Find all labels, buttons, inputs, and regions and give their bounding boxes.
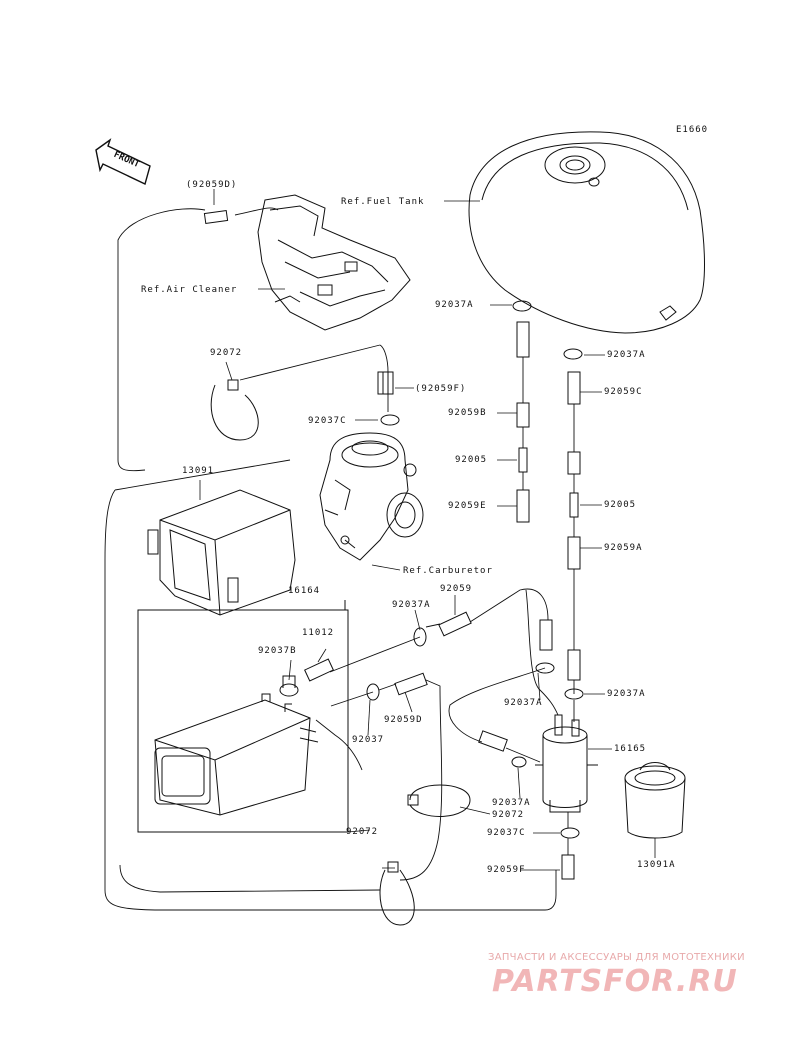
part-92059d-top-label: (92059D): [186, 180, 238, 190]
part-92005-b-label: 92005: [604, 500, 637, 510]
part-92059e-label: 92059E: [448, 501, 487, 511]
part-92037a-right2-label: 92037A: [607, 689, 646, 699]
part-13091a-label: 13091A: [637, 860, 676, 870]
cup-drawing: [624, 762, 686, 839]
part-16165-label: 16165: [614, 744, 647, 754]
ref-fuel-tank-label: Ref.Fuel Tank: [341, 197, 425, 207]
part-92059c-label: 92059C: [604, 387, 643, 397]
part-92037c-a-label: 92037C: [308, 416, 347, 426]
part-92059f-label: 92059F: [487, 865, 526, 875]
part-92059d-bottom-label: 92059D: [384, 715, 423, 725]
part-92037a-pump-label: 92037A: [492, 798, 531, 808]
cable-ties: [210, 379, 471, 926]
part-92005-a-label: 92005: [455, 455, 488, 465]
part-92059-label: 92059: [440, 584, 473, 594]
fuel-tank-drawing: [468, 131, 705, 334]
carburetor-drawing: [319, 432, 424, 561]
part-92037b-label: 92037B: [258, 646, 297, 656]
canister-assembly-box: [137, 609, 349, 833]
part-92072-b-label: 92072: [492, 810, 525, 820]
hose-routes: [104, 207, 575, 911]
part-92037c-b-label: 92037C: [487, 828, 526, 838]
watermark-subtitle: ЗАПЧАСТИ И АКСЕССУАРЫ ДЛЯ МОТОТЕХНИКИ: [488, 952, 745, 963]
watermark-logo: PARTSFOR.RU: [492, 964, 738, 999]
canister-cover-drawing: [147, 489, 296, 616]
fuel-pump-drawing: [535, 714, 598, 813]
part-13091-label: 13091: [182, 466, 215, 476]
part-92037a-left-label: 92037A: [392, 600, 431, 610]
part-11012-label: 11012: [302, 628, 335, 638]
part-92037-bottom-label: 92037: [352, 735, 385, 745]
part-92059f-paren-label: (92059F): [415, 384, 467, 394]
ref-carburetor-label: Ref.Carburetor: [403, 566, 493, 576]
part-92037a-tank-label: 92037A: [435, 300, 474, 310]
part-92059a-label: 92059A: [604, 543, 643, 553]
leader-lines: [199, 189, 656, 871]
air-cleaner-drawing: [257, 194, 411, 331]
ref-air-cleaner-label: Ref.Air Cleaner: [141, 285, 238, 295]
part-92037a-right1-label: 92037A: [607, 350, 646, 360]
part-92072-c-label: 92072: [346, 827, 379, 837]
part-92059b-label: 92059B: [448, 408, 487, 418]
part-92037a-mid-label: 92037A: [504, 698, 543, 708]
canister-drawing: [154, 693, 319, 816]
diagram-code: E1660: [676, 125, 709, 135]
part-16164-label: 16164: [288, 586, 321, 596]
part-92072-a-label: 92072: [210, 348, 243, 358]
front-arrow-icon: FRONT: [95, 138, 151, 185]
